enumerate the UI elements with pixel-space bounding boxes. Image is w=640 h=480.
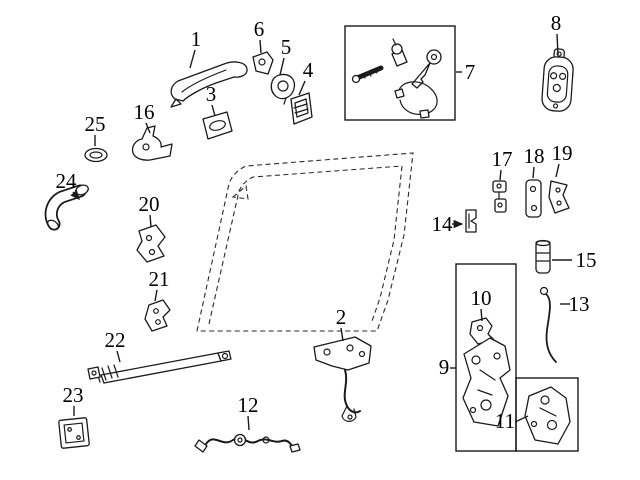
callout-7: 7 [465,60,476,84]
part-inner-latch-assembly [313,336,372,422]
callout-15: 15 [576,248,597,272]
callout-21: 21 [149,267,170,291]
leader-lines [70,33,572,431]
callout-14: 14 [432,212,454,236]
callout-22: 22 [105,328,126,352]
callout-24: 24 [56,169,78,193]
part-cover-plate [58,417,90,449]
part-lock-rod [539,286,557,363]
callout-18: 18 [524,144,545,168]
part-remote-key-fob [541,48,574,112]
part-mounting-bracket [131,125,173,161]
part-check-bracket [548,180,570,214]
callout-20: 20 [139,192,160,216]
part-latch-plate [524,386,571,445]
callout-11: 11 [495,409,515,433]
callout-1: 1 [191,27,202,51]
part-rubber-buffer [535,239,551,274]
callout-2: 2 [336,305,347,329]
callout-4: 4 [303,58,314,82]
part-striker-bracket-lower [144,299,171,332]
callout-6: 6 [254,17,265,41]
callout-3: 3 [206,82,217,106]
part-seal-plate [290,92,313,125]
callout-19: 19 [552,141,573,165]
door-panel-outline [196,152,414,332]
part-handle-bracket [252,51,274,75]
callout-25: 25 [85,112,106,136]
part-door-lock-box [455,263,517,452]
part-lock-lever [469,317,495,345]
callout-17: 17 [492,147,513,171]
part-door-check-strap [87,350,232,384]
callout-12: 12 [238,393,259,417]
part-door-lock-mechanism [462,337,511,427]
part-o-ring [84,147,108,163]
callout-10: 10 [471,286,492,310]
callout-16: 16 [134,100,155,124]
callout-9: 9 [439,355,450,379]
part-hinge-plate [525,179,542,218]
callout-8: 8 [551,11,562,35]
callout-labels: 1 2 3 4 5 6 7 8 9 10 11 12 13 14 15 16 1… [56,11,597,433]
part-clip [465,209,477,233]
part-handle-gasket [202,111,233,140]
part-bowden-cable [194,433,301,453]
part-outer-door-handle [170,61,248,108]
callout-13: 13 [569,292,590,316]
part-latch-plate-box [515,377,579,452]
callout-5: 5 [281,35,292,59]
callout-23: 23 [63,383,84,407]
part-key-set-box [344,25,456,121]
part-striker-bracket-upper [136,224,166,263]
part-door-hinge [492,180,507,213]
